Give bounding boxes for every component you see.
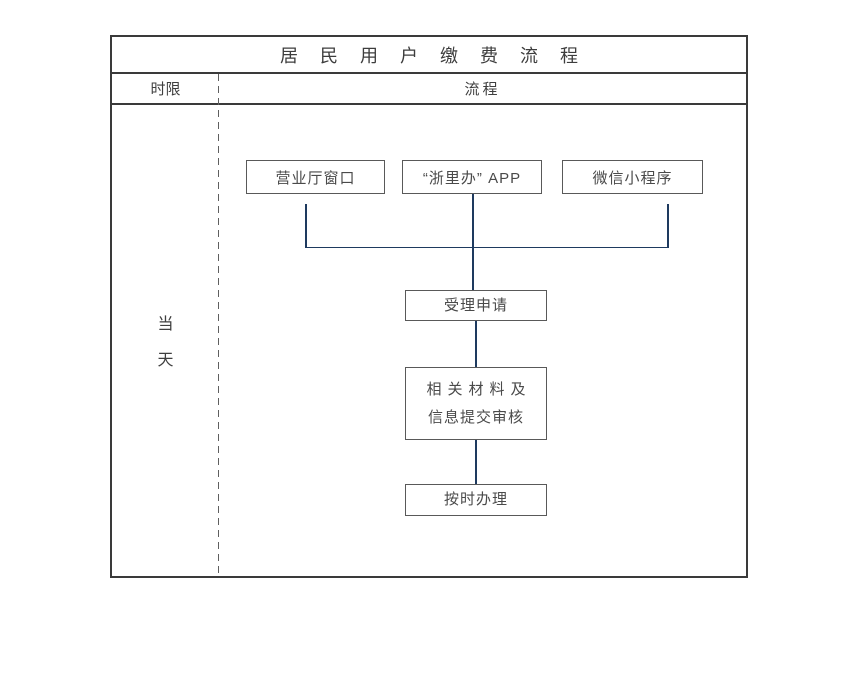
source-box-business-hall: 营业厅窗口 — [246, 160, 385, 194]
header-cell-time-limit: 时限 — [150, 81, 181, 98]
header-cell-process: 流程 — [464, 81, 501, 98]
connector-step1-step2 — [475, 321, 477, 367]
step-label-line1: 相关材料及 — [426, 380, 532, 398]
time-limit-char: 天 — [157, 352, 174, 369]
connector-merge-bar — [305, 246, 669, 248]
connector-right-drop-line — [667, 204, 669, 248]
source-box-zheliban-app: “浙里办” APP — [402, 160, 542, 194]
page-title: 居民用户缴费流程 — [280, 45, 600, 66]
step-label-line2: 信息提交审核 — [427, 408, 524, 426]
body-row: 当 天 营业厅窗口 “浙里办” APP 微信小程序 受理申请 相关材料及 信息提… — [112, 105, 746, 576]
process-table: 居民用户缴费流程 时限 流程 当 天 营业厅窗口 “浙里办” APP 微信小程序… — [110, 35, 748, 578]
flowchart: 营业厅窗口 “浙里办” APP 微信小程序 受理申请 相关材料及 信息提交审核 — [219, 105, 746, 576]
process-cell: 营业厅窗口 “浙里办” APP 微信小程序 受理申请 相关材料及 信息提交审核 — [219, 105, 746, 576]
source-box-wechat-miniprogram: 微信小程序 — [562, 160, 703, 194]
step-box-timely-processing: 按时办理 — [405, 484, 547, 516]
header-row: 时限 流程 — [112, 74, 746, 105]
connector-center-line — [472, 194, 474, 290]
time-limit-cell: 当 天 — [112, 105, 219, 576]
connector-step2-step3 — [475, 440, 477, 484]
time-limit-char: 当 — [157, 316, 174, 333]
column-divider-dashed-line — [218, 74, 219, 576]
step-box-materials-review: 相关材料及 信息提交审核 — [405, 367, 547, 440]
title-row: 居民用户缴费流程 — [112, 37, 746, 74]
step-label: 受理申请 — [443, 296, 508, 314]
step-label: 按时办理 — [443, 491, 508, 508]
connector-left-drop-line — [305, 204, 307, 248]
step-box-accept-application: 受理申请 — [405, 290, 547, 321]
